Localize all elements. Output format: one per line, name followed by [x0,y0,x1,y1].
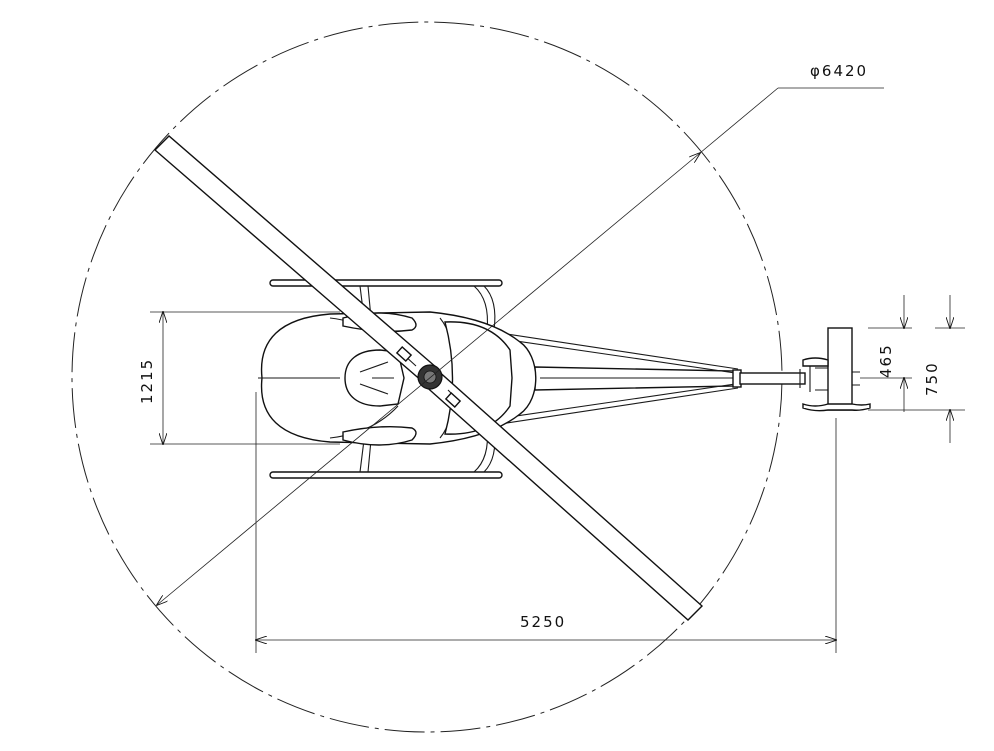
overall-length-label: 5250 [520,613,566,631]
tail-rotor [802,327,871,412]
width-dimension: 1215 [138,312,340,444]
tail-dim-465-label: 465 [877,343,895,378]
rotor-blade-lower [420,368,704,621]
skid-width-label: 1215 [138,358,156,404]
tail-dimensions: 465 750 [860,295,965,443]
tail-dim-750-label: 750 [923,361,941,396]
skid-bottom [269,471,503,479]
skid-top [269,279,503,287]
tail-boom [495,332,860,425]
diameter-dimension: φ6420 [157,62,884,605]
tail-rotor-blade [827,327,853,411]
rotor-diameter-label: φ6420 [810,62,868,80]
length-dimension: 5250 [256,392,836,653]
